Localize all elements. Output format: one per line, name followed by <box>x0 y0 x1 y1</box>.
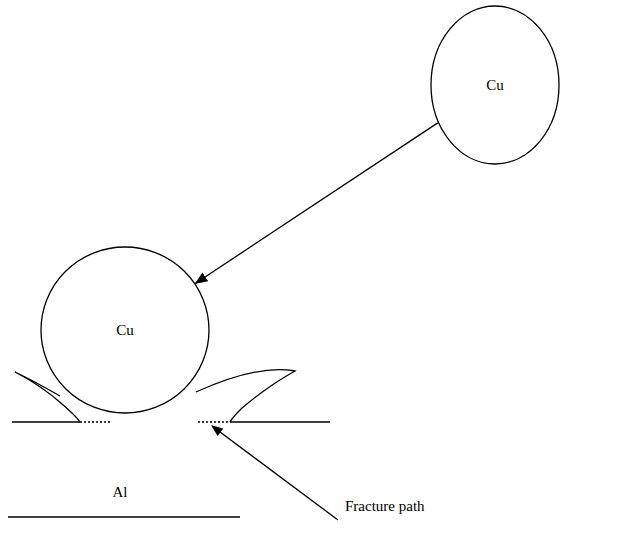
al-plate-line <box>8 516 240 517</box>
motion-arrow <box>196 123 438 283</box>
particle-outline <box>431 6 559 164</box>
callout-label: Fracture path <box>345 497 425 515</box>
particle-outline <box>41 247 209 413</box>
al-surface <box>230 421 330 422</box>
node-label: Cu <box>486 76 504 94</box>
material-label: Al <box>113 483 128 501</box>
bond-zone <box>198 421 230 422</box>
node-label: Cu <box>116 321 134 339</box>
copper-particle: Cu <box>40 246 210 414</box>
al-surface <box>12 421 80 422</box>
jet-lip <box>196 370 295 422</box>
bond-zone <box>80 421 112 422</box>
leader-line <box>212 426 338 520</box>
copper-particle: Cu <box>430 5 560 165</box>
jet-lip <box>15 372 80 422</box>
